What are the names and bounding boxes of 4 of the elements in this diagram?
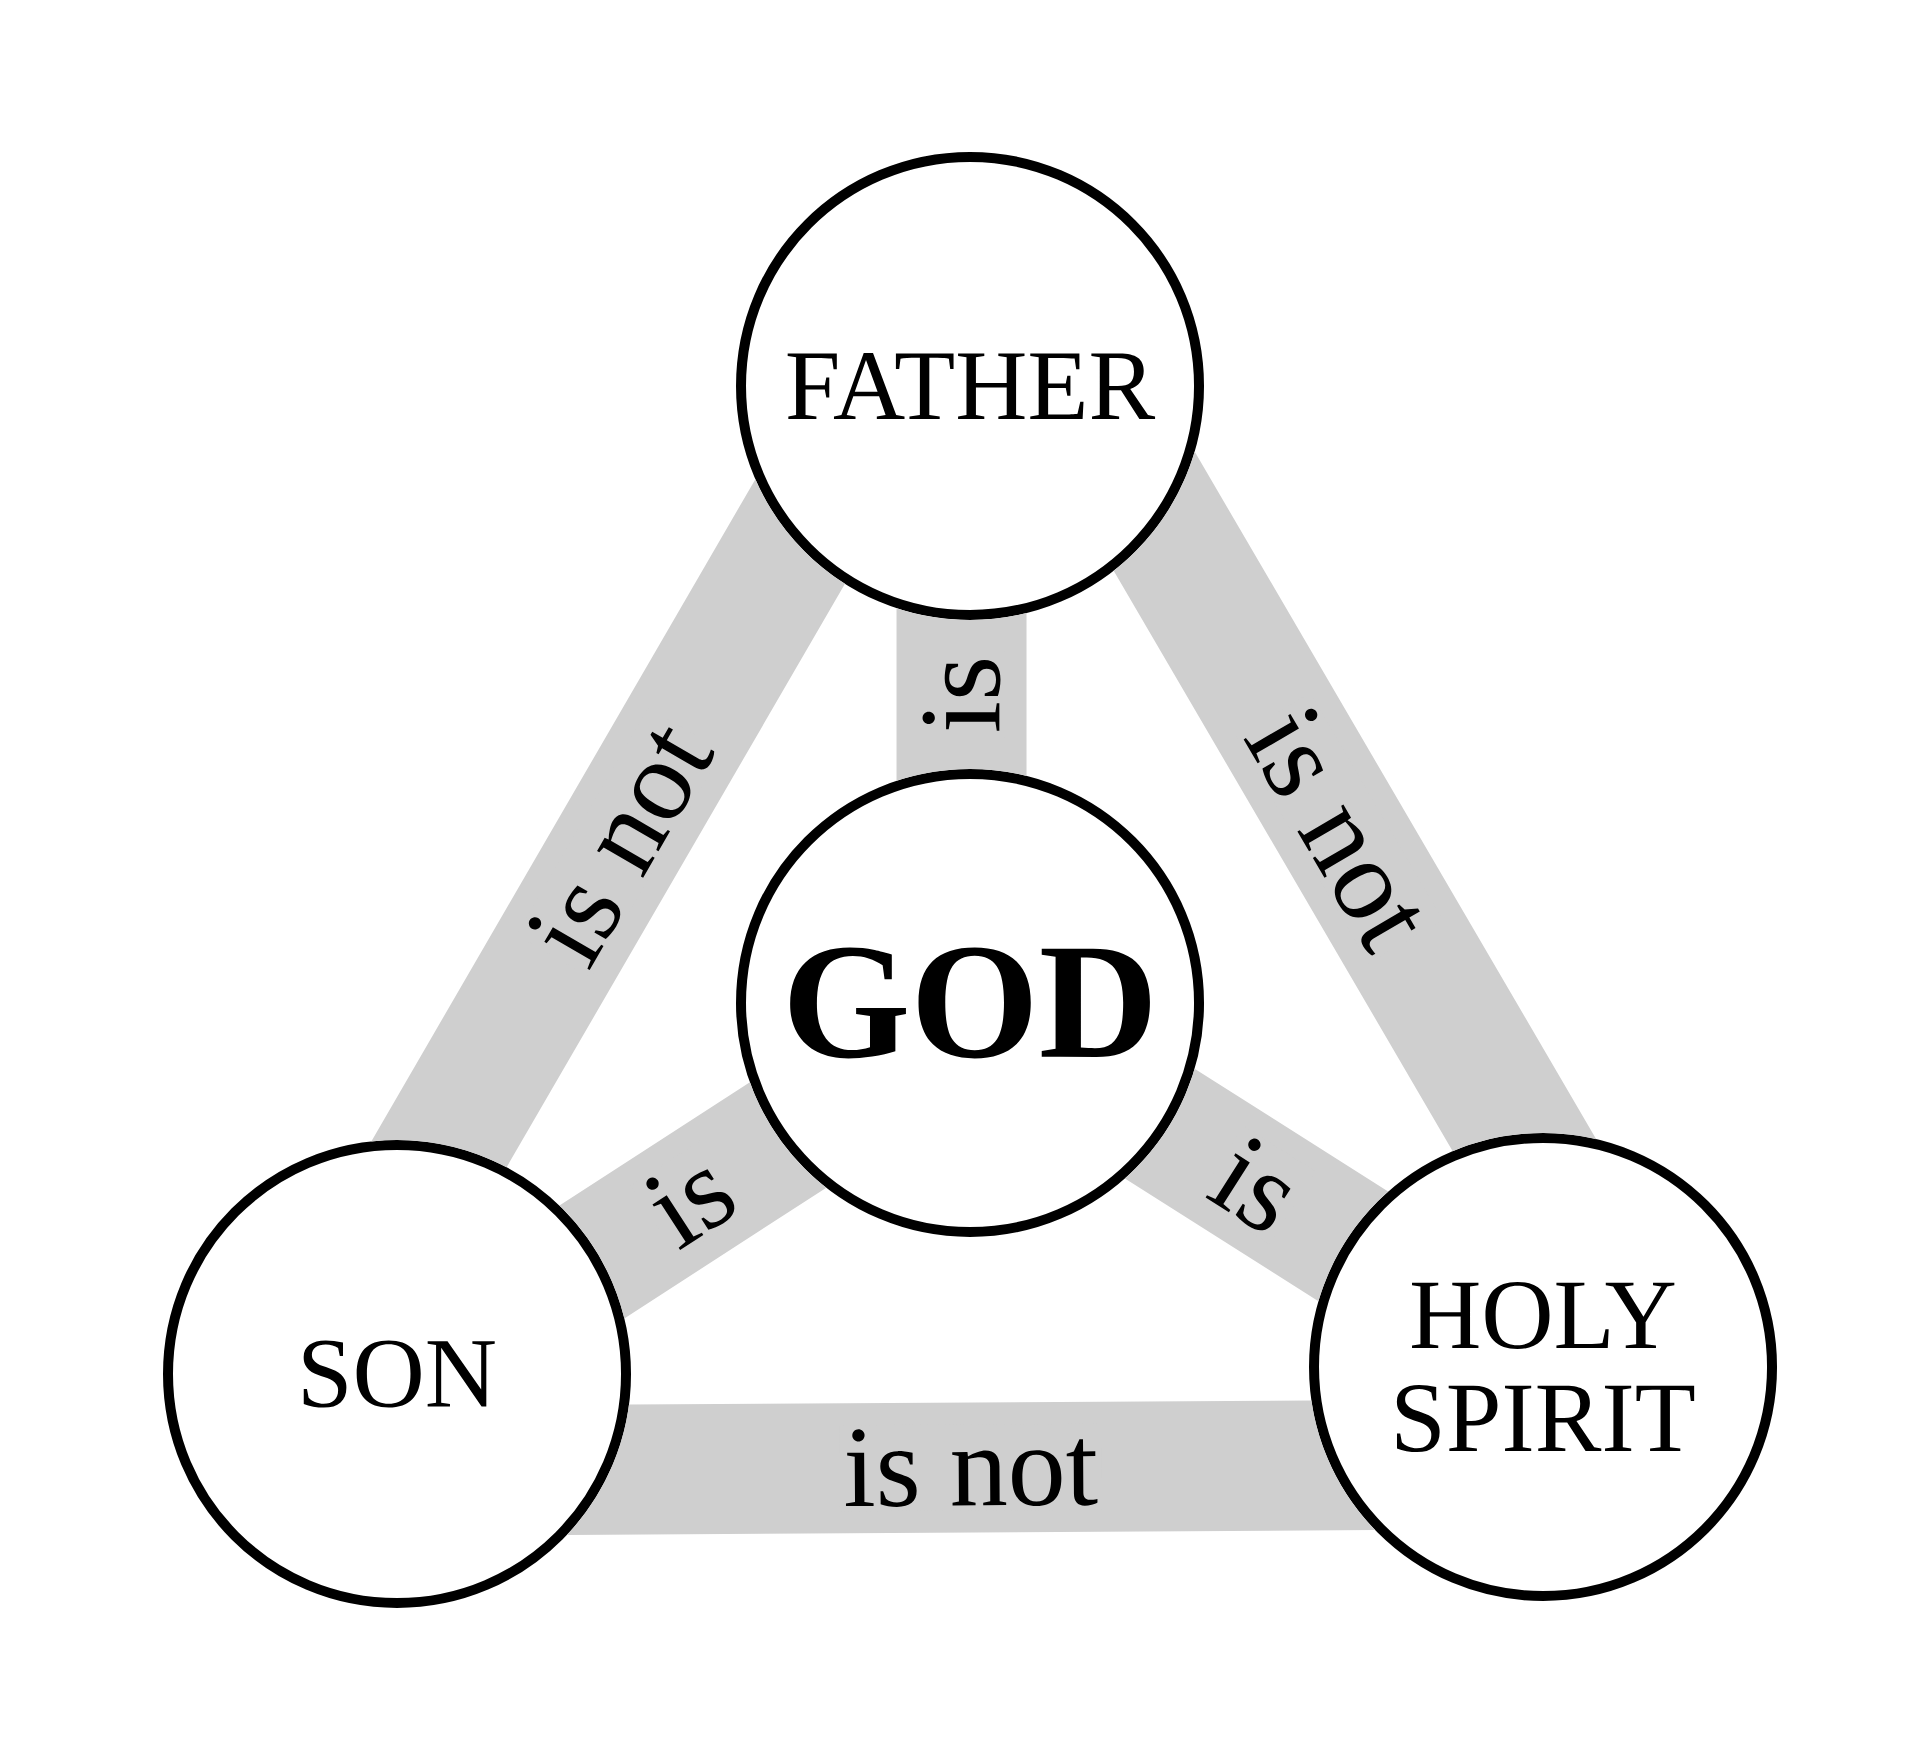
- edge-label: is not: [1236, 693, 1443, 964]
- edge-label: is not: [839, 1423, 1103, 1512]
- edge-label: is not: [516, 707, 723, 979]
- edge-label: is: [918, 651, 1005, 738]
